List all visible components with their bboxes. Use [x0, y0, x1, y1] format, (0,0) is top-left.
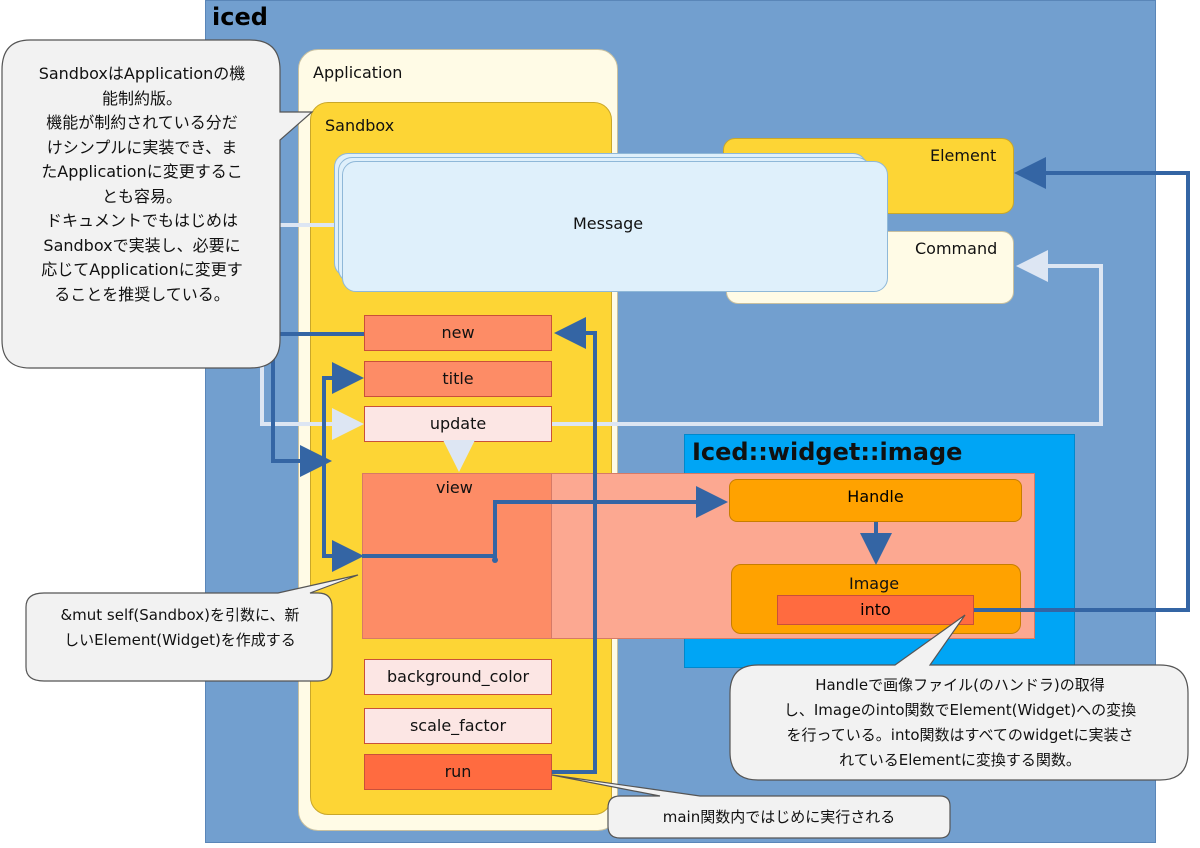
sandbox-note-line-4: けシンプルに実装でき、ま: [46, 137, 238, 157]
element-label: Element: [930, 146, 997, 165]
fn-scale-factor: scale_factor: [364, 708, 552, 744]
into-function-box: into: [777, 595, 974, 625]
handle-note-line-2: し、Imageのinto関数でElement(Widget)への変換: [783, 701, 1137, 719]
run-callout-shape: [551, 774, 951, 839]
fn-title: title: [364, 361, 552, 397]
new-out-line: [271, 332, 364, 463]
handle-callout-shape: [729, 614, 1189, 781]
handle-note-line-3: を行っている。into関数はすべてのwidgetに実装さ: [786, 726, 1134, 744]
sandbox-note-line-10: ることを推奨している。: [54, 284, 230, 304]
sandbox-note-line-8: Sandboxで実装し、必要に: [43, 235, 241, 255]
run-note-line-1: main関数内ではじめに実行される: [662, 808, 896, 826]
fn-background-color: background_color: [364, 659, 552, 695]
fn-update: update: [364, 406, 552, 442]
sandbox-note-line-1: SandboxはApplicationの機: [38, 64, 246, 83]
message-box: [342, 161, 888, 292]
view-note-line-1: &mut self(Sandbox)を引数に、新: [60, 606, 300, 624]
handle-callout-text: Handleで画像ファイル(のハンドラ)の取得 し、Imageのinto関数でE…: [736, 673, 1184, 773]
handle-note-line-4: れているElementに変換する関数。: [839, 751, 1081, 769]
iced-title: iced: [212, 3, 268, 31]
run-callout-text: main関数内ではじめに実行される: [612, 806, 946, 828]
message-label: Message: [573, 214, 644, 233]
run-to-new-line: [552, 317, 597, 774]
view-label: view: [436, 478, 473, 497]
handle-note-line-1: Handleで画像ファイル(のハンドラ)の取得: [815, 676, 1105, 694]
sandbox-note-line-6: とも容易。: [101, 186, 182, 206]
update-to-command-line: [552, 250, 1103, 426]
into-to-element-line: [974, 157, 1190, 612]
sandbox-note-line-7: ドキュメントでもはじめは: [45, 211, 238, 230]
handle-box: Handle: [729, 479, 1022, 522]
message-flow-lines: [260, 223, 1103, 472]
application-title: Application: [313, 63, 403, 82]
view-callout-text: &mut self(Sandbox)を引数に、新 しいElement(Widge…: [30, 603, 330, 653]
fn-run: run: [364, 754, 552, 790]
command-label: Command: [915, 239, 998, 258]
fn-new: new: [364, 315, 552, 351]
view-to-handle-line: [362, 486, 728, 558]
sandbox-note-line-9: 応じてApplicationに変更す: [41, 260, 243, 279]
sandbox-title: Sandbox: [325, 116, 395, 135]
view-junction-dot: [492, 557, 498, 563]
to-view-line: [322, 461, 364, 572]
widget-image-title: Iced::widget::image: [692, 438, 963, 466]
sandbox-note-line-2: 能制約版。: [101, 88, 182, 108]
view-callout-shape: [25, 574, 359, 682]
image-label: Image: [849, 574, 900, 593]
sandbox-note-line-3: 機能が制約されている分だ: [46, 113, 238, 132]
sandbox-callout-text: SandboxはApplicationの機 能制約版。 機能が制約されている分だ…: [8, 62, 276, 307]
to-title-line: [322, 362, 364, 461]
sandbox-callout-shape: [1, 39, 314, 369]
sandbox-note-line-5: たApplicationに変更するこ: [41, 162, 243, 181]
view-note-line-2: しいElement(Widget)を作成する: [64, 631, 296, 649]
